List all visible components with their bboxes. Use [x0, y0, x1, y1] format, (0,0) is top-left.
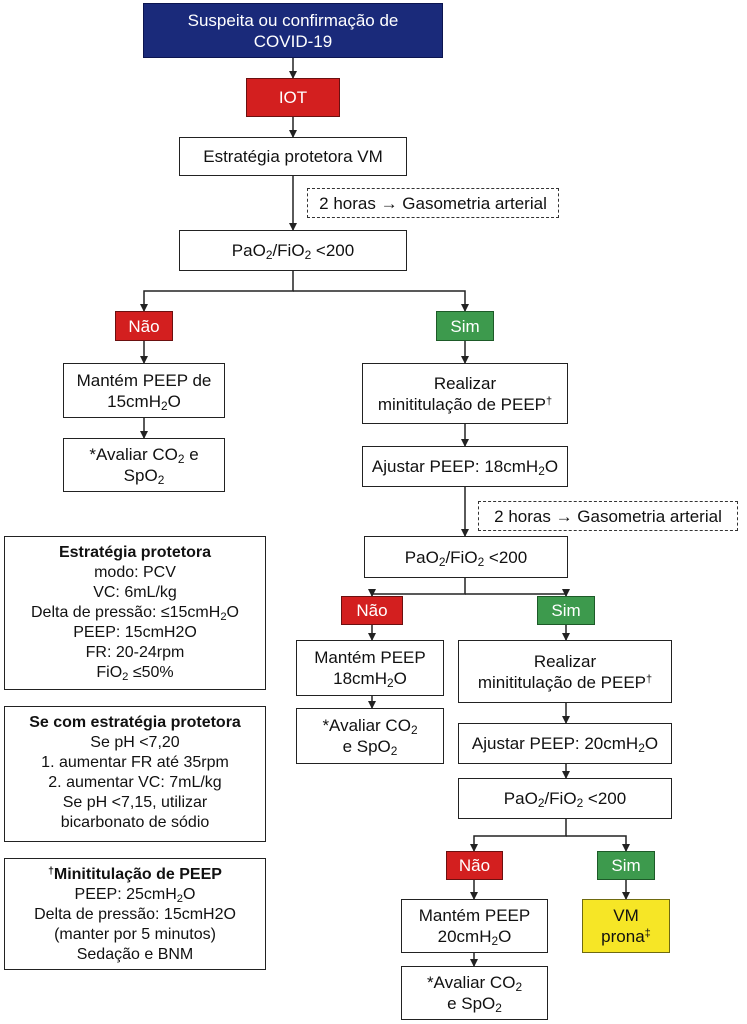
protective-title: Estratégia protetora: [58, 544, 212, 561]
wait-node-2: 2 horas → Gasometria arterial: [478, 501, 738, 531]
branch1-right: [293, 290, 469, 312]
if-protective-line-3: 2. aumentar VC: 7mL/kg: [48, 774, 222, 791]
branch1: [140, 271, 294, 312]
if-protective-line-5: bicarbonato de sódio: [60, 814, 210, 831]
protective-line-2: VC: 6mL/kg: [93, 584, 177, 601]
adjust-peep-node-2: Ajustar PEEP: 20cmH2O: [458, 723, 672, 764]
adjust-peep-node-1: Ajustar PEEP: 18cmH2O: [362, 446, 568, 487]
if-protective-line-1: Se pH <7,20: [90, 734, 180, 751]
strategy-node: Estratégia protetora VM: [179, 137, 407, 176]
yes2-text: Sim: [551, 601, 581, 620]
condition-node-3: PaO2/FiO2 <200: [458, 778, 672, 819]
start-node: Suspeita ou confirmação de COVID-19: [143, 3, 443, 58]
titration-line-1: PEEP: 25cmH2O: [74, 886, 196, 905]
branch2-right: [465, 589, 570, 597]
wait-node-1: 2 horas → Gasometria arterial: [307, 188, 559, 218]
cond2-text: PaO2/FiO2 <200: [404, 547, 528, 569]
branch3-right: [566, 835, 630, 852]
if-protective-line-2: 1. aumentar FR até 35rpm: [41, 754, 229, 771]
titration-line-2: Delta de pressão: 15cmH2O: [34, 906, 236, 923]
protective-line-4: PEEP: 15cmH2O: [73, 624, 197, 641]
no-badge-3: Não: [446, 851, 503, 880]
yes-badge-3: Sim: [597, 851, 655, 880]
yes-badge-1: Sim: [436, 311, 494, 341]
no2-text: Não: [356, 601, 388, 620]
titration-title: †Minititulação de PEEP: [48, 865, 222, 883]
adjust1-text: Ajustar PEEP: 18cmH2O: [371, 457, 559, 478]
no-badge-2: Não: [341, 596, 403, 625]
branch2: [371, 578, 466, 595]
if-protective-box: Se com estratégia protetora Se pH <7,20 …: [4, 706, 266, 842]
condition-node-2: PaO2/FiO2 <200: [364, 536, 568, 578]
protective-line-1: modo: PCV: [94, 564, 176, 581]
if-protective-title: Se com estratégia protetora: [29, 714, 241, 731]
titration-line-4: Sedação e BNM: [76, 946, 194, 963]
wait1-text: 2 horas → Gasometria arterial: [319, 193, 547, 213]
no1-text: Não: [128, 316, 160, 336]
protective-line-3: Delta de pressão: ≤15cmH2O: [31, 604, 239, 623]
yes1-text: Sim: [450, 316, 480, 336]
titration-line-3: (manter por 5 minutos): [54, 926, 216, 943]
protective-strategy-box: Estratégia protetora modo: PCV VC: 6mL/k…: [4, 536, 266, 690]
titration-info-box: †Minititulação de PEEP PEEP: 25cmH2O Del…: [4, 858, 266, 970]
no3-text: Não: [458, 856, 491, 875]
protective-line-5: FR: 20-24rpm: [85, 644, 185, 661]
iot-node: IOT: [246, 78, 340, 117]
start-node-text: Suspeita ou confirmação de COVID-19: [187, 10, 399, 51]
strategy-text: Estratégia protetora VM: [203, 147, 383, 166]
adjust2-text: Ajustar PEEP: 20cmH2O: [471, 734, 659, 755]
if-protective-line-4: Se pH <7,15, utilizar: [62, 794, 208, 811]
condition-node-1: PaO2/FiO2 <200: [179, 230, 407, 271]
yes3-text: Sim: [611, 856, 641, 875]
cond1-text: PaO2/FiO2 <200: [231, 241, 355, 262]
yes-badge-2: Sim: [537, 596, 595, 625]
cond3-text: PaO2/FiO2 <200: [503, 789, 627, 810]
protective-line-6: FiO2 ≤50%: [96, 664, 174, 683]
iot-text: IOT: [278, 88, 308, 107]
wait2-text: 2 horas → Gasometria arterial: [494, 506, 722, 526]
no-badge-1: Não: [115, 311, 173, 341]
branch3-left: [470, 819, 567, 852]
